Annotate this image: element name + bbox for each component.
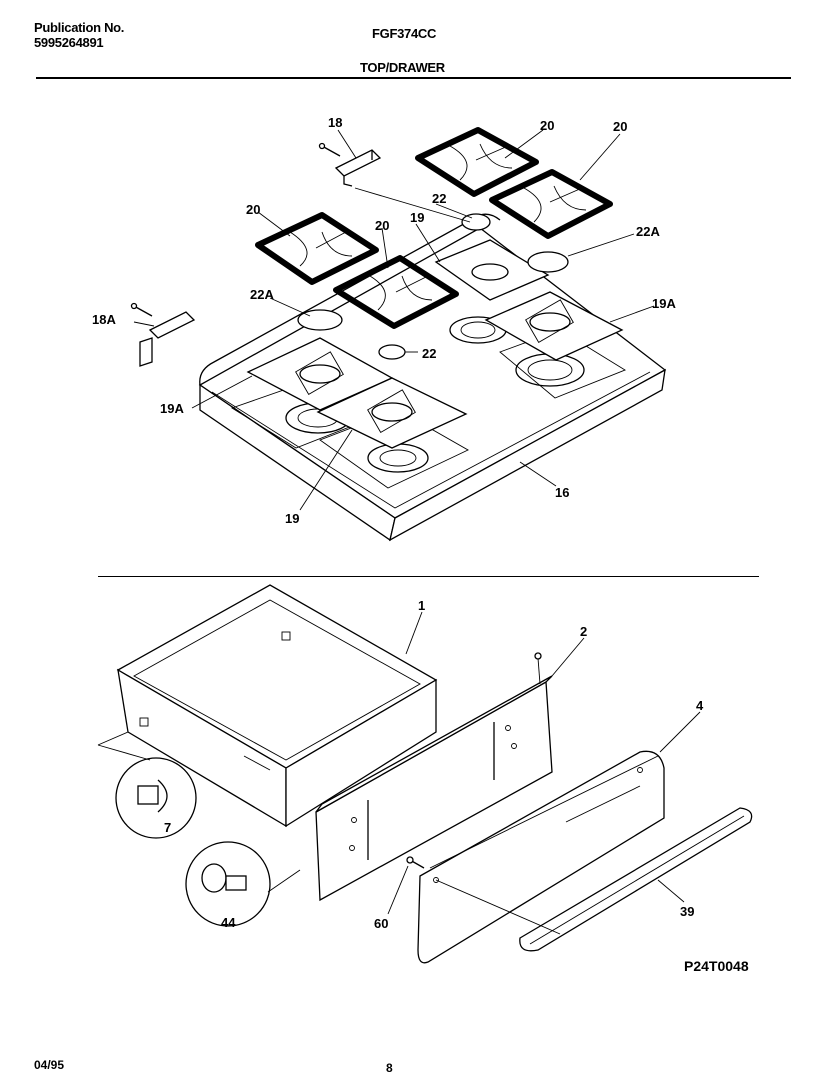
grate-front-left	[255, 212, 379, 285]
part-labels: 18 18A 20 20 20 20 22 22 22A 22A 19 19 1…	[92, 115, 704, 931]
page-number: 8	[386, 1061, 393, 1075]
burner-cap-22-front	[378, 344, 406, 360]
grate-rear-right	[489, 169, 613, 239]
label-1: 1	[418, 598, 425, 613]
label-60: 60	[374, 916, 388, 931]
label-22-rear: 22	[432, 191, 446, 206]
leader-lines-drawer	[387, 611, 701, 935]
burner-pan-rear-right	[484, 291, 624, 361]
burner-pan-front-right	[316, 377, 468, 449]
label-4: 4	[696, 698, 704, 713]
burner-cap-22a-left	[297, 309, 343, 331]
cooktop-back-edge	[199, 213, 501, 386]
burner-cap-22a-right	[527, 251, 569, 273]
cooktop-trim-line	[211, 371, 651, 509]
drawer-body	[116, 584, 438, 828]
label-19a-left: 19A	[160, 401, 184, 416]
publication-label: Publication No.	[34, 20, 125, 35]
label-18a: 18A	[92, 312, 116, 327]
leader-lines-top	[133, 129, 655, 511]
cooktop-right-skirt	[389, 368, 666, 542]
footer-date: 04/95	[34, 1058, 65, 1072]
header-rule	[36, 77, 791, 79]
label-20-rear-left: 20	[540, 118, 554, 133]
label-20-front-left: 20	[246, 202, 260, 217]
burner-cap-22-rear	[461, 213, 491, 231]
cooktop-assembly	[130, 127, 667, 542]
screw-60	[406, 856, 425, 869]
label-39: 39	[680, 904, 694, 919]
burner-pans	[246, 239, 624, 449]
model-number: FGF374CC	[372, 26, 437, 41]
burner-caps	[297, 213, 569, 360]
drawer-assembly	[97, 584, 753, 964]
label-44: 44	[221, 915, 236, 930]
grate-front-right	[333, 255, 459, 329]
label-20-front-right: 20	[375, 218, 389, 233]
label-22-front: 22	[422, 346, 436, 361]
label-16: 16	[555, 485, 569, 500]
publication-number: 5995264891	[34, 35, 104, 50]
inset-detail-7	[97, 731, 197, 839]
grates	[255, 127, 613, 329]
label-7: 7	[164, 820, 171, 835]
drawer-outer-panel	[417, 750, 665, 964]
label-22a-right: 22A	[636, 224, 660, 239]
bracket-18a	[130, 302, 196, 367]
label-19-rear: 19	[410, 210, 424, 225]
label-19-front: 19	[285, 511, 299, 526]
section-divider	[98, 576, 759, 577]
drawer-handle	[519, 807, 753, 952]
diagram-code: P24T0048	[684, 958, 749, 974]
label-2: 2	[580, 624, 587, 639]
label-18: 18	[328, 115, 342, 130]
label-22a-left: 22A	[250, 287, 274, 302]
bracket-18	[318, 142, 382, 187]
inset-detail-44	[185, 841, 301, 927]
burner-pan-rear-left	[434, 239, 550, 301]
section-title: TOP/DRAWER	[360, 60, 445, 75]
label-19a-right: 19A	[652, 296, 676, 311]
label-20-rear-right: 20	[613, 119, 627, 134]
grate-rear-left	[415, 127, 539, 197]
